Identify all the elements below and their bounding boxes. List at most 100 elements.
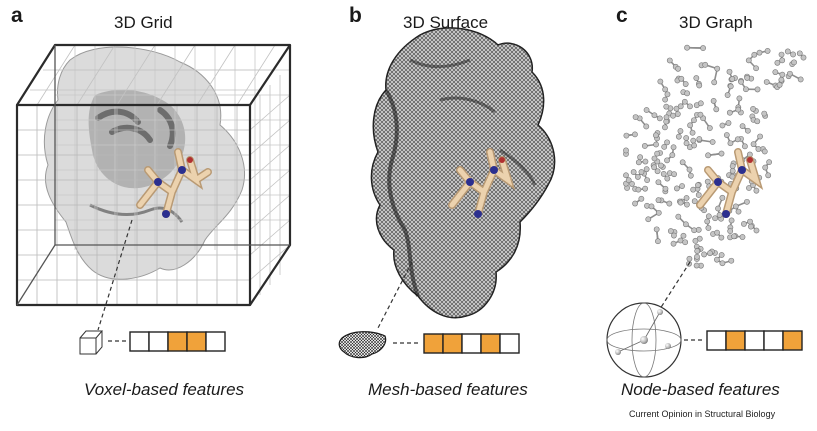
graph-node (710, 98, 717, 104)
graph-node (709, 139, 716, 145)
graph-node (772, 69, 779, 76)
feature-cell (461, 333, 482, 354)
graph-node (678, 75, 685, 82)
panel-b-title: 3D Surface (403, 13, 489, 32)
graph-node (753, 65, 759, 72)
feature-cell (744, 330, 765, 351)
graph-node (687, 172, 694, 179)
graph-node (797, 76, 804, 83)
graph-node (790, 51, 796, 58)
graph-node (683, 221, 689, 228)
graph-node (701, 251, 708, 258)
graph-node (675, 65, 681, 72)
graph-node (762, 164, 769, 171)
graph-node (677, 103, 684, 110)
graph-node (660, 171, 667, 177)
graph-node (745, 57, 752, 64)
graph-node (674, 111, 681, 117)
panel-a-title: 3D Grid (114, 13, 173, 32)
graph-node (675, 133, 682, 140)
graph-node (753, 227, 760, 234)
graph-node (680, 232, 687, 239)
graph-node (729, 167, 736, 174)
graph-node (654, 150, 661, 157)
graph-node (655, 179, 662, 186)
graph-node (684, 90, 691, 97)
graph-node (632, 114, 639, 120)
graph-node (682, 239, 689, 246)
graph-node (675, 213, 682, 220)
graph-node (748, 223, 754, 230)
graph-node (697, 100, 704, 107)
graph-node (691, 117, 697, 124)
graph-node (718, 252, 725, 258)
graph-node (763, 79, 770, 85)
graph-node (711, 79, 718, 86)
graph-node (744, 127, 751, 134)
graph-node (686, 166, 693, 173)
graph-node (671, 232, 677, 239)
graph-node (625, 177, 632, 184)
graph-node (691, 142, 698, 149)
graph-node (707, 250, 713, 257)
leader-line-a (97, 219, 133, 331)
graph-node (778, 51, 785, 58)
graph-node (653, 141, 659, 148)
graph-node (727, 140, 734, 147)
graph-node (662, 96, 669, 103)
graph-node (719, 122, 726, 129)
ligand-b (448, 148, 516, 218)
graph-node (670, 144, 677, 151)
leader-line-b (377, 261, 413, 329)
graph-node (635, 159, 642, 166)
graph-node (677, 199, 684, 206)
graph-node (655, 238, 661, 245)
graph-node (661, 143, 668, 150)
graph-node (683, 195, 690, 201)
graph-node (654, 168, 661, 175)
graph-node (727, 83, 734, 90)
graph-node (706, 125, 713, 131)
graph-node (643, 123, 650, 130)
graph-node (677, 128, 684, 134)
graph-node (690, 186, 697, 193)
graph-node (691, 198, 698, 205)
graph-node (635, 174, 641, 180)
graph-node (732, 203, 739, 210)
graph-node (695, 192, 702, 198)
graph-node (696, 136, 703, 142)
graph-node (712, 215, 719, 222)
graph-node (738, 78, 744, 85)
graph-node (638, 169, 645, 175)
graph-node (756, 49, 763, 56)
graph-node (718, 150, 725, 157)
graph-node (778, 76, 785, 83)
graph-node (702, 61, 709, 68)
graph-node (741, 143, 748, 150)
graph-node (664, 91, 671, 98)
graph-node (755, 146, 762, 152)
panel-b-caption: Mesh-based features (368, 380, 528, 399)
feature-cell (480, 333, 501, 354)
graph-node (786, 70, 793, 77)
graph-node (666, 200, 673, 207)
graph-node (623, 132, 630, 139)
graph-node (724, 92, 731, 98)
graph-node (736, 95, 743, 102)
graph-node (779, 57, 786, 64)
graph-node (679, 183, 685, 189)
graph-node (726, 109, 733, 116)
graph-node (723, 132, 730, 138)
panel-c-letter: c (616, 4, 628, 27)
graph-node (800, 54, 807, 61)
graph-node (693, 262, 700, 269)
graph-node (716, 212, 723, 218)
graph-node (728, 257, 735, 264)
mesh-patch-icon (338, 331, 387, 359)
leader-line-c (657, 261, 691, 313)
graph-node (714, 65, 721, 72)
panel-c-caption: Node-based features (621, 380, 780, 399)
graph-node (691, 227, 698, 234)
graph-node (753, 187, 760, 194)
graph-node (744, 198, 750, 205)
